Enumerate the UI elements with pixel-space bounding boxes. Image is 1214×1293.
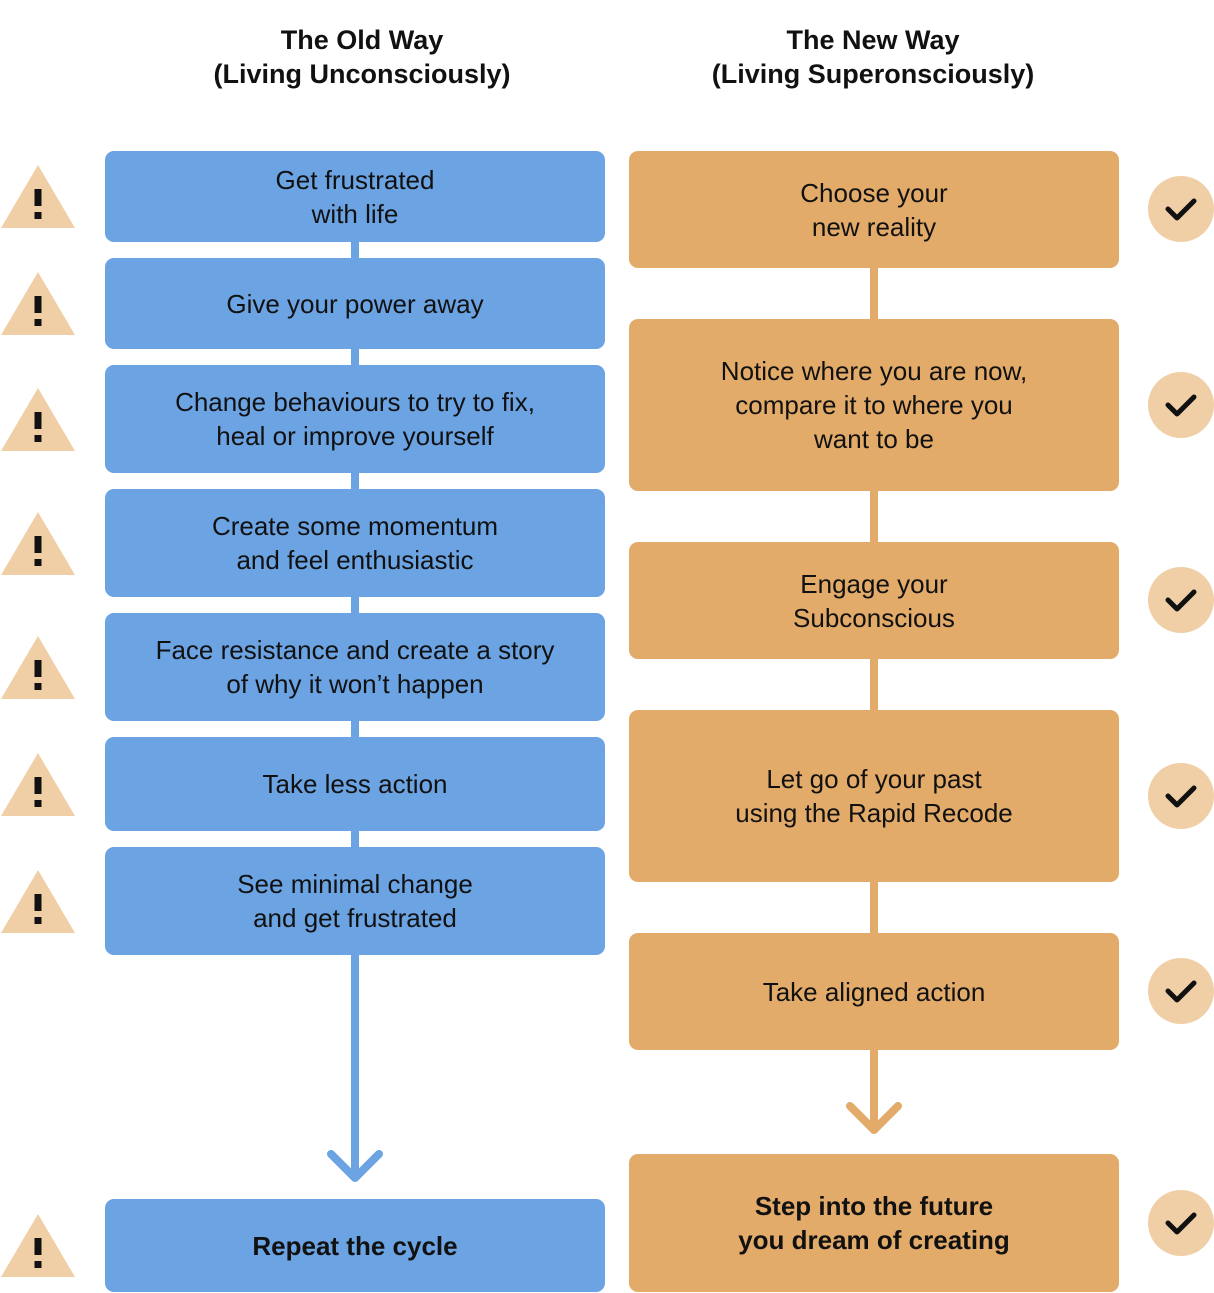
warning-triangle-icon — [1, 753, 75, 816]
new-way-arrow-head — [846, 1102, 902, 1134]
checkmark-circle-icon — [1148, 372, 1214, 438]
warning-triangle-icon — [1, 1214, 75, 1277]
old-way-final-step: Repeat the cycle — [105, 1199, 605, 1292]
checkmark-circle-icon — [1148, 567, 1214, 633]
old-way-step-5: Face resistance and create a story of wh… — [105, 613, 605, 721]
new-way-subtitle: (Living Superonsciously) — [711, 59, 1035, 89]
warning-triangle-icon — [1, 165, 75, 228]
checkmark-circle-icon — [1148, 1190, 1214, 1256]
checkmark-circle-icon — [1148, 958, 1214, 1024]
warning-triangle-icon — [1, 636, 75, 699]
old-way-step-6: Take less action — [105, 737, 605, 831]
old-way-step-1: Get frustrated with life — [105, 151, 605, 242]
old-way-step-3: Change behaviours to try to fix, heal or… — [105, 365, 605, 473]
new-way-header: The New Way (Living Superonsciously) — [683, 0, 1063, 114]
new-way-connector-line — [870, 266, 878, 1126]
new-way-final-step: Step into the future you dream of creati… — [629, 1154, 1119, 1292]
old-way-step-4: Create some momentum and feel enthusiast… — [105, 489, 605, 597]
new-way-step-5: Take aligned action — [629, 933, 1119, 1050]
new-way-step-1: Choose your new reality — [629, 151, 1119, 268]
old-way-subtitle: (Living Unconsciously) — [213, 59, 511, 89]
warning-triangle-icon — [1, 272, 75, 335]
warning-triangle-icon — [1, 512, 75, 575]
old-way-arrow-head — [327, 1150, 383, 1182]
new-way-step-4: Let go of your past using the Rapid Reco… — [629, 710, 1119, 882]
checkmark-circle-icon — [1148, 176, 1214, 242]
checkmark-circle-icon — [1148, 763, 1214, 829]
new-way-step-2: Notice where you are now, compare it to … — [629, 319, 1119, 491]
new-way-step-3: Engage your Subconscious — [629, 542, 1119, 659]
warning-triangle-icon — [1, 870, 75, 933]
old-way-title: The Old Way — [280, 25, 444, 55]
old-way-step-7: See minimal change and get frustrated — [105, 847, 605, 955]
warning-triangle-icon — [1, 388, 75, 451]
new-way-title: The New Way — [786, 25, 960, 55]
old-way-step-2: Give your power away — [105, 258, 605, 349]
old-way-header: The Old Way (Living Unconsciously) — [172, 0, 552, 114]
